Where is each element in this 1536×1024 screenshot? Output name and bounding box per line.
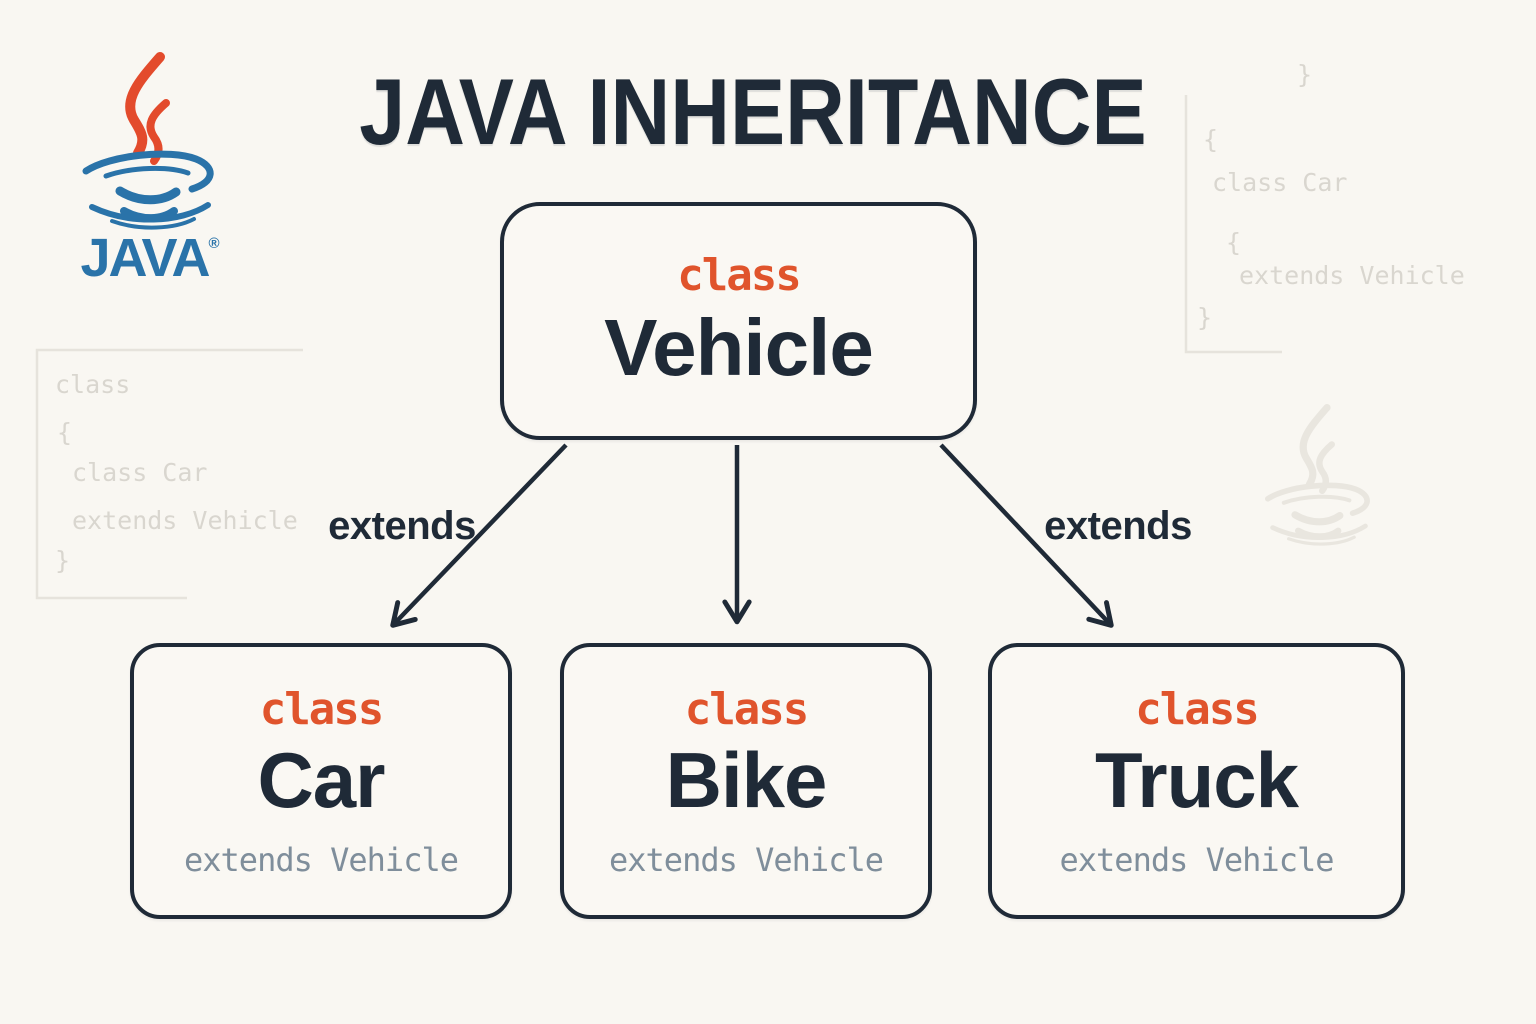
bg-code-line: { <box>1226 228 1242 257</box>
bg-code-line: } <box>55 546 71 575</box>
java-logo: JAVA® <box>70 45 230 305</box>
extends-vehicle-subtitle: extends Vehicle <box>184 841 459 880</box>
bg-code-line: extends Vehicle <box>72 506 298 535</box>
class-keyword: class <box>677 249 801 301</box>
class-box-vehicle: class Vehicle <box>500 202 977 440</box>
arrow-vehicle-to-truck <box>939 443 1114 628</box>
bg-code-line: } <box>1197 303 1213 332</box>
arrow-vehicle-to-car <box>390 443 568 628</box>
registered-trademark-symbol: ® <box>208 235 220 252</box>
extends-label-right: extends <box>1044 504 1192 548</box>
code-frame-top-right <box>1184 95 1282 354</box>
bg-code-line: class Car <box>72 458 208 487</box>
java-wordmark-text: JAVA <box>80 228 210 288</box>
class-name-truck: Truck <box>1094 736 1299 825</box>
bg-code-line: } <box>1297 60 1313 89</box>
java-wordmark: JAVA® <box>70 231 230 285</box>
class-name-bike: Bike <box>665 736 828 825</box>
class-box-bike: class Bike extends Vehicle <box>560 643 932 919</box>
java-cup-watermark-icon <box>1265 404 1370 546</box>
class-box-car: class Car extends Vehicle <box>130 643 512 919</box>
bg-code-line: class <box>55 370 131 399</box>
extends-vehicle-subtitle: extends Vehicle <box>609 841 884 880</box>
bg-code-line: extends Vehicle <box>1239 261 1465 290</box>
class-name-car: Car <box>257 736 385 825</box>
code-frame-left <box>35 348 303 600</box>
class-keyword: class <box>684 683 809 735</box>
class-name-vehicle: Vehicle <box>604 303 874 393</box>
java-cup-icon <box>82 52 214 230</box>
bg-code-line: class Car <box>1212 168 1348 197</box>
class-keyword: class <box>259 683 384 735</box>
extends-vehicle-subtitle: extends Vehicle <box>1059 841 1335 880</box>
extends-label-left: extends <box>328 504 476 548</box>
class-box-truck: class Truck extends Vehicle <box>988 643 1405 919</box>
page-title: JAVA INHERITANCE <box>359 59 1147 164</box>
class-keyword: class <box>1135 683 1259 735</box>
bg-code-line: { <box>1203 125 1219 154</box>
bg-code-line: { <box>57 418 73 447</box>
